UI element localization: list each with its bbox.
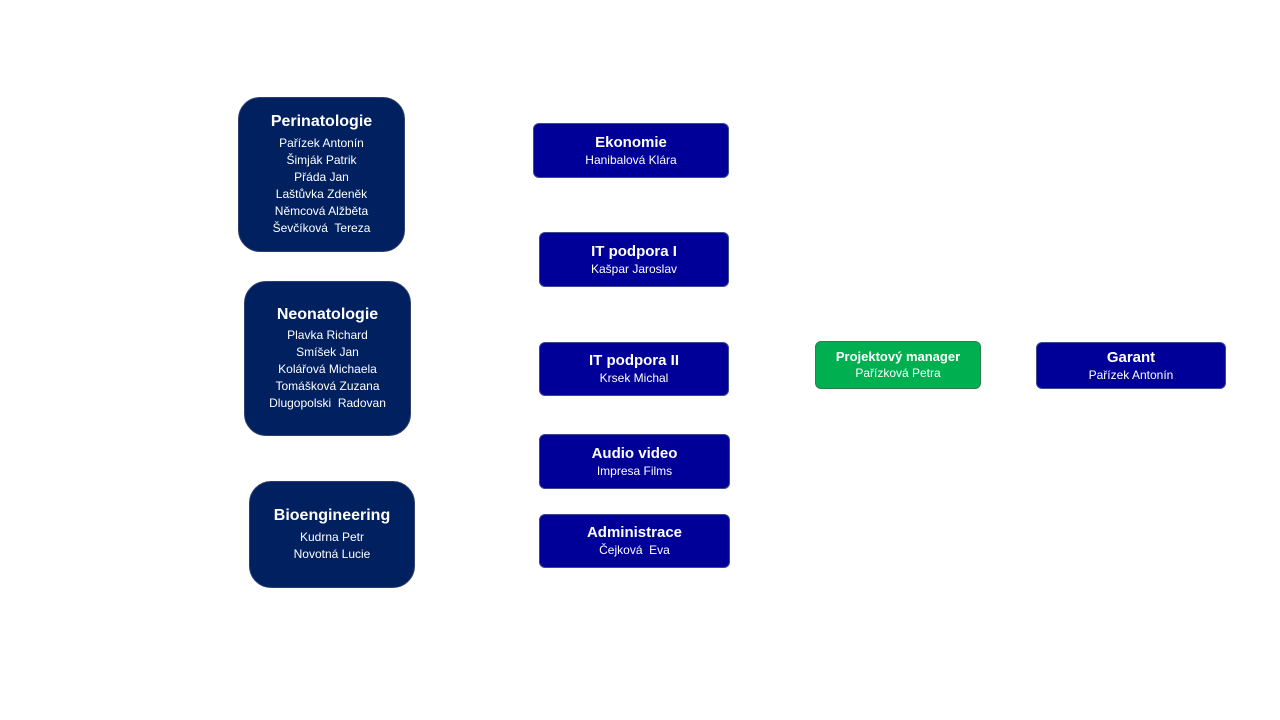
role-person: Hanibalová Klára bbox=[585, 152, 677, 167]
role-title: Ekonomie bbox=[595, 133, 667, 151]
role-person: Impresa Films bbox=[596, 463, 673, 478]
team-member: Ševčíková Tereza bbox=[272, 220, 371, 235]
team-member: Plavka Richard bbox=[287, 328, 368, 343]
role-person: Kašpar Jaroslav bbox=[590, 261, 678, 276]
team-member: Dlugopolski Radovan bbox=[269, 396, 386, 411]
role-person: Krsek Michal bbox=[599, 371, 669, 385]
role-box-it-podpora-2: IT podpora II Krsek Michal bbox=[539, 342, 729, 396]
team-member: Novotná Lucie bbox=[293, 546, 371, 561]
team-member: Tomášková Zuzana bbox=[275, 379, 380, 394]
role-box-project-manager: Projektový manager Pařízková Petra bbox=[815, 341, 981, 389]
role-box-audio-video: Audio video Impresa Films bbox=[539, 434, 730, 489]
team-member: Šimják Patrik bbox=[286, 152, 357, 167]
role-title: IT podpora I bbox=[591, 242, 677, 260]
role-person: Čejková Eva bbox=[599, 543, 670, 557]
role-title: IT podpora II bbox=[589, 352, 679, 369]
role-title: Audio video bbox=[591, 444, 678, 462]
role-box-garant: Garant Pařízek Antonín bbox=[1036, 342, 1226, 389]
team-box-bioengineering: Bioengineering Kudrna Petr Novotná Lucie bbox=[249, 481, 415, 588]
role-person: Pařízek Antonín bbox=[1088, 367, 1174, 382]
role-title: Garant bbox=[1106, 348, 1156, 366]
team-member: Smíšek Jan bbox=[296, 345, 359, 360]
team-member: Kudrna Petr bbox=[299, 529, 365, 544]
role-box-ekonomie: Ekonomie Hanibalová Klára bbox=[533, 123, 729, 178]
role-person: Pařízková Petra bbox=[855, 365, 941, 380]
team-title: Bioengineering bbox=[273, 507, 391, 525]
team-member: Laštůvka Zdeněk bbox=[275, 186, 368, 201]
team-member: Přáda Jan bbox=[294, 169, 349, 184]
team-member: Kolářová Michaela bbox=[278, 362, 377, 377]
role-title: Projektový manager bbox=[835, 349, 961, 365]
team-member: Pařízek Antonín bbox=[279, 135, 364, 150]
role-box-it-podpora-1: IT podpora I Kašpar Jaroslav bbox=[539, 232, 729, 287]
team-box-neonatologie: Neonatologie Plavka Richard Smíšek Jan K… bbox=[244, 281, 411, 436]
team-title: Neonatologie bbox=[276, 305, 379, 323]
team-member: Němcová Alžběta bbox=[274, 203, 369, 218]
role-title: Administrace bbox=[586, 524, 683, 541]
role-box-administrace: Administrace Čejková Eva bbox=[539, 514, 730, 568]
team-title: Perinatologie bbox=[270, 113, 373, 131]
team-box-perinatologie: Perinatologie Pařízek Antonín Šimják Pat… bbox=[238, 97, 405, 252]
